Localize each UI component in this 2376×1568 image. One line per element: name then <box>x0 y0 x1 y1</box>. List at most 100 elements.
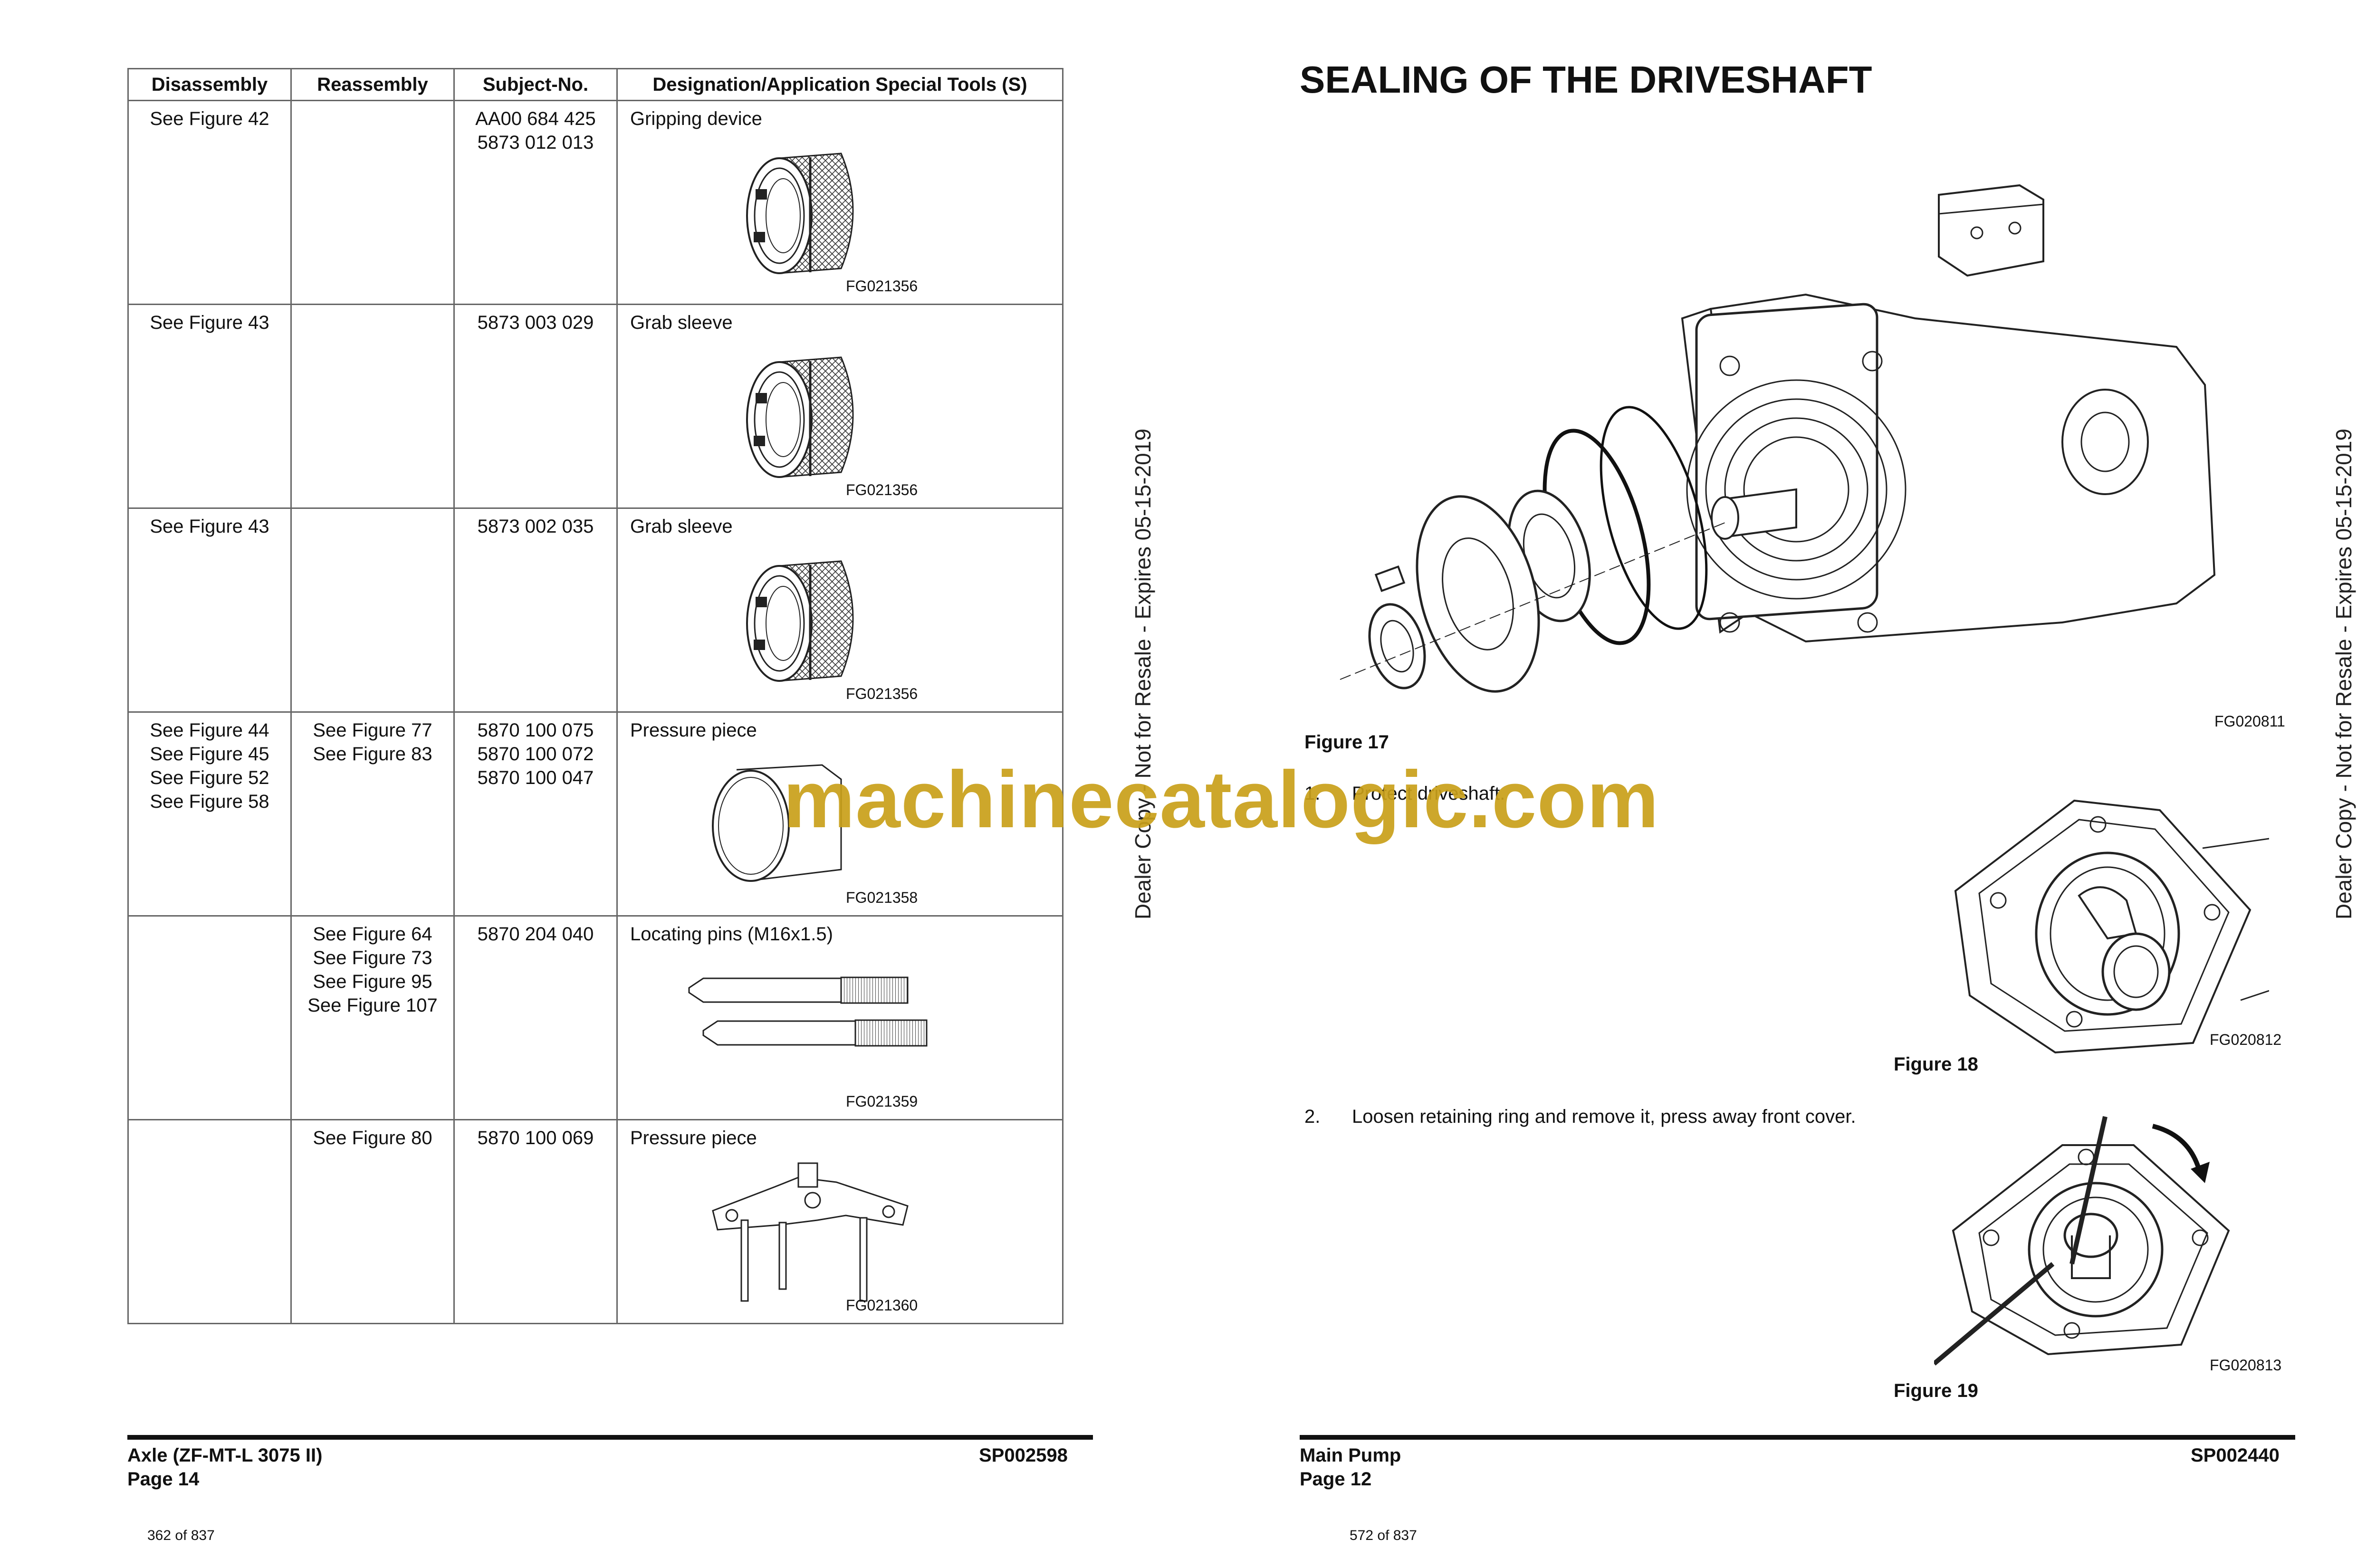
pressure-fixture-icon <box>712 1162 909 1302</box>
subject-no: 5870 100 072 <box>477 744 594 765</box>
front-cover-icon <box>1954 799 2269 1054</box>
cell-reassembly: See Figure 77 See Figure 83 <box>290 711 455 917</box>
cell-subject-no: 5870 204 040 <box>453 915 618 1120</box>
tool-designation: Pressure piece <box>630 1128 757 1148</box>
gripping-device-icon <box>746 153 854 274</box>
figure-caption: Figure 18 <box>1894 1054 1978 1075</box>
cell-disassembly: See Figure 42 <box>127 100 292 305</box>
brand-watermark: machinecatalogic.com <box>783 755 1659 845</box>
footer-page-left: Page 14 <box>127 1469 200 1490</box>
table-row: See Figure 80 5870 100 069 Pressure piec… <box>127 1119 1063 1324</box>
page-count-left: 362 of 837 <box>147 1528 215 1543</box>
figure-code: FG021358 <box>846 889 918 906</box>
footer-title-left: Axle (ZF-MT-L 3075 II) <box>127 1445 323 1466</box>
step-1: 1. Protect driveshaft. <box>1304 782 1875 805</box>
pressure-ring-icon <box>712 764 842 882</box>
cell-designation: Pressure piece FG021360 <box>616 1119 1063 1324</box>
cell-reassembly: See Figure 64 See Figure 73 See Figure 9… <box>290 915 455 1120</box>
subject-no: 5873 002 035 <box>477 516 594 537</box>
footer-rule-left <box>127 1435 1093 1440</box>
cell-reassembly <box>290 304 455 509</box>
cell-designation: Locating pins (M16x1.5) FG021359 <box>616 915 1063 1120</box>
step-number: 2. <box>1304 1106 1321 1127</box>
grab-sleeve-icon <box>746 560 854 682</box>
step-number: 1. <box>1304 783 1321 804</box>
cell-disassembly <box>127 915 292 1120</box>
tool-designation: Grab sleeve <box>630 516 733 537</box>
cell-disassembly: See Figure 43 <box>127 304 292 509</box>
footer-doc-left: SP002598 <box>979 1445 1068 1466</box>
subject-no: 5873 003 029 <box>477 312 594 333</box>
locating-pins-icon <box>688 976 928 1047</box>
figure-ref: See Figure 43 <box>150 516 269 537</box>
grab-sleeve-icon <box>746 356 854 478</box>
subject-no: 5870 204 040 <box>477 924 594 945</box>
figure-code: FG021356 <box>846 277 918 295</box>
cell-reassembly: See Figure 80 <box>290 1119 455 1324</box>
figure-code: FG020813 <box>2210 1357 2282 1374</box>
figure-ref: See Figure 83 <box>313 744 432 765</box>
figure-ref: See Figure 77 <box>313 720 432 741</box>
table-row: See Figure 42 AA00 684 425 5873 012 013 … <box>127 100 1063 305</box>
footer-page-right: Page 12 <box>1300 1469 1372 1490</box>
tool-designation: Gripping device <box>630 108 762 129</box>
header-disassembly: Disassembly <box>127 68 292 101</box>
figure-ref: See Figure 43 <box>150 312 269 333</box>
figure-code: FG021359 <box>846 1093 918 1110</box>
footer-rule-right <box>1300 1435 2295 1440</box>
cell-designation: Gripping device FG021356 <box>616 100 1063 305</box>
subject-no: 5873 012 013 <box>477 132 594 153</box>
subject-no: 5870 100 069 <box>477 1128 594 1148</box>
figure-ref: See Figure 45 <box>150 744 269 765</box>
figure-code: FG020811 <box>2214 713 2285 730</box>
figure-ref: See Figure 95 <box>313 971 432 992</box>
figure-code: FG021360 <box>846 1297 918 1314</box>
figure-ref: See Figure 107 <box>307 995 438 1016</box>
cell-disassembly <box>127 1119 292 1324</box>
page-count-right: 572 of 837 <box>1350 1528 1417 1543</box>
header-reassembly: Reassembly <box>290 68 455 101</box>
figure-ref: See Figure 44 <box>150 720 269 741</box>
figure-code: FG020812 <box>2210 1031 2282 1048</box>
figure-ref: See Figure 52 <box>150 767 269 788</box>
step-2: 2. Loosen retaining ring and remove it, … <box>1304 1105 1875 1152</box>
subject-no: AA00 684 425 <box>475 108 596 129</box>
figure-ref: See Figure 42 <box>150 108 269 129</box>
step-text: Loosen retaining ring and remove it, pre… <box>1352 1106 1856 1127</box>
table-row: See Figure 64 See Figure 73 See Figure 9… <box>127 915 1063 1120</box>
watermark-right: Dealer Copy - Not for Resale - Expires 0… <box>2331 429 2356 919</box>
tool-designation: Grab sleeve <box>630 312 733 333</box>
tool-designation: Pressure piece <box>630 720 757 741</box>
cell-reassembly <box>290 507 455 713</box>
figure-ref: See Figure 64 <box>313 924 432 945</box>
cell-designation: Pressure piece FG021358 <box>616 711 1063 917</box>
figure-ref: See Figure 73 <box>313 947 432 968</box>
cell-subject-no: 5873 003 029 <box>453 304 618 509</box>
tool-designation: Locating pins (M16x1.5) <box>630 924 833 945</box>
pump-exploded-icon <box>1340 184 2216 693</box>
figure-caption: Figure 17 <box>1304 732 1389 753</box>
table-row: See Figure 44 See Figure 45 See Figure 5… <box>127 711 1063 917</box>
cell-disassembly: See Figure 44 See Figure 45 See Figure 5… <box>127 711 292 917</box>
header-subject-no: Subject-No. <box>453 68 618 101</box>
cell-disassembly: See Figure 43 <box>127 507 292 713</box>
footer-doc-right: SP002440 <box>2191 1445 2280 1466</box>
figure-code: FG021356 <box>846 481 918 498</box>
table-row: See Figure 43 5873 003 029 Grab sleeve F… <box>127 304 1063 509</box>
figure-ref: See Figure 80 <box>313 1128 432 1148</box>
table-header-row: Disassembly Reassembly Subject-No. Desig… <box>127 68 1063 101</box>
table-row: See Figure 43 5873 002 035 Grab sleeve F… <box>127 507 1063 713</box>
figure-ref: See Figure 58 <box>150 791 269 812</box>
step-text: Protect driveshaft. <box>1352 783 1505 804</box>
cell-designation: Grab sleeve FG021356 <box>616 507 1063 713</box>
special-tools-table: Disassembly Reassembly Subject-No. Desig… <box>127 68 1063 1324</box>
cell-reassembly <box>290 100 455 305</box>
cell-designation: Grab sleeve FG021356 <box>616 304 1063 509</box>
cell-subject-no: AA00 684 425 5873 012 013 <box>453 100 618 305</box>
subject-no: 5870 100 075 <box>477 720 594 741</box>
retaining-ring-icon <box>1934 1116 2230 1366</box>
cell-subject-no: 5870 100 075 5870 100 072 5870 100 047 <box>453 711 618 917</box>
footer-title-right: Main Pump <box>1300 1445 1401 1466</box>
cell-subject-no: 5873 002 035 <box>453 507 618 713</box>
page-title: SEALING OF THE DRIVESHAFT <box>1300 58 1872 101</box>
